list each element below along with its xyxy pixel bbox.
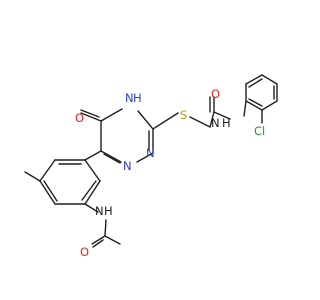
bond-ar5 xyxy=(261,100,278,111)
label-o-ring: O xyxy=(75,111,84,125)
bond-c6-aryl xyxy=(84,150,102,161)
bond-ar2 xyxy=(245,74,263,85)
bond-c-o-left-double xyxy=(92,239,104,248)
bonds xyxy=(24,74,278,248)
bond-tol2 xyxy=(39,159,56,182)
bond-ar6 xyxy=(245,100,263,111)
atom-labels: N H O Cl S N H O N N N H O xyxy=(75,87,265,259)
bond-ar3 xyxy=(261,74,278,85)
bond-c6-n1 xyxy=(100,150,122,163)
bond-aryl-n xyxy=(84,203,99,213)
bond-c6-n1-double xyxy=(103,153,121,164)
bond-c5-o xyxy=(80,112,102,122)
label-n-amide-left: N xyxy=(95,204,104,218)
label-cl: Cl xyxy=(254,124,265,138)
label-n-amide-right: N xyxy=(211,116,220,130)
label-h-amide-right: H xyxy=(222,116,231,130)
bond-n-aryl xyxy=(243,100,247,117)
label-h-ring-nh: H xyxy=(133,91,142,105)
label-o-amide-left: O xyxy=(80,245,89,259)
bond-ar6-inner xyxy=(248,98,263,107)
label-s: S xyxy=(180,108,187,122)
label-o-amide-right: O xyxy=(211,87,220,101)
bond-c3-n4 xyxy=(137,110,154,130)
label-n-ring-2: N xyxy=(146,146,155,160)
label-n-ring-nh: N xyxy=(125,91,134,105)
bond-n-c xyxy=(104,219,107,237)
bond-tol5 xyxy=(84,180,101,205)
bond-s-ch2 xyxy=(189,116,211,128)
bond-c-methyl xyxy=(104,235,121,245)
bond-n4-c5 xyxy=(100,108,123,122)
bond-n1-n2 xyxy=(136,152,154,163)
bond-c-o-left xyxy=(91,235,106,245)
bond-tol5-inner xyxy=(81,180,97,201)
bond-tol6 xyxy=(84,159,101,182)
bond-c3-s xyxy=(152,112,179,130)
bond-c5-o-double xyxy=(80,109,100,118)
bond-c-n xyxy=(213,111,231,120)
label-n-ring-1: N xyxy=(123,159,132,173)
bond-tol3-inner xyxy=(43,180,58,202)
molecule-structure: N H O Cl S N H O N N N H O xyxy=(24,74,278,259)
bond-tol3 xyxy=(39,180,56,205)
bond-ch2-c xyxy=(209,111,215,128)
bond-ar2-inner xyxy=(248,78,263,88)
label-h-amide-left: H xyxy=(104,204,113,218)
bond-methyl xyxy=(24,171,41,182)
structure-canvas: N H O Cl S N H O N N N H O xyxy=(24,74,278,259)
